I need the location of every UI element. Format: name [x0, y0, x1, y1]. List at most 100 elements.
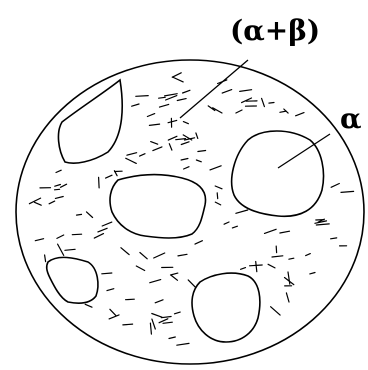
lamella-stroke — [148, 123, 161, 127]
lamella-stroke — [108, 314, 120, 320]
lamella-stroke — [223, 221, 230, 225]
lamella-stroke — [158, 96, 166, 99]
lamella-stroke — [139, 251, 148, 260]
lamella-stroke — [177, 253, 188, 257]
lamella-stroke — [214, 185, 223, 190]
lamella-stroke — [235, 109, 243, 114]
lamella-stroke — [182, 134, 193, 141]
lamella-stroke — [93, 233, 105, 239]
lamella-stroke — [176, 342, 190, 346]
lamella-stroke — [314, 220, 328, 224]
lamella-stroke — [279, 230, 291, 234]
lamella-stroke — [125, 157, 137, 164]
lamella-stroke — [151, 312, 163, 318]
lamella-stroke — [153, 252, 166, 259]
lamella-stroke — [33, 201, 42, 206]
lamella-stroke — [131, 103, 140, 107]
lamella-stroke — [158, 103, 170, 108]
label-primary: α — [340, 102, 362, 135]
lamella-stroke — [151, 318, 156, 330]
lamella-stroke — [168, 336, 176, 340]
lamella-stroke — [287, 271, 291, 285]
lamella-stroke — [101, 221, 113, 227]
lamella-stroke — [288, 257, 295, 260]
lamella-stroke — [255, 260, 258, 273]
lamella-stroke — [124, 298, 135, 301]
lamella-stroke — [182, 89, 191, 94]
lamella-stroke — [173, 311, 181, 315]
lamella-stroke — [183, 166, 190, 170]
specimen-outline — [15, 59, 365, 365]
lamella-stroke — [28, 197, 42, 205]
lamella-stroke — [97, 227, 108, 233]
lamella-stroke — [169, 272, 179, 276]
lamella-stroke — [261, 97, 265, 108]
lamella-stroke — [71, 233, 83, 236]
lamella-stroke — [239, 89, 253, 93]
lamella-stroke — [167, 119, 178, 124]
lamella-stroke — [64, 248, 76, 251]
lamella-stroke — [207, 105, 216, 112]
lamella-stroke — [122, 323, 134, 326]
lamella-stroke — [285, 292, 290, 303]
lamella-stroke — [162, 321, 173, 324]
lamella-stroke — [55, 169, 62, 174]
lamella-stroke — [54, 183, 62, 187]
lamella-stroke — [109, 308, 117, 317]
lamella-stroke — [195, 132, 199, 139]
lamella-stroke — [56, 234, 65, 239]
lamella-stroke — [146, 112, 156, 118]
lamella-stroke — [150, 141, 159, 145]
lamella-stroke — [165, 94, 178, 101]
lamella-stroke — [104, 174, 113, 179]
lamella-stroke — [175, 138, 187, 141]
lamella-stroke — [97, 176, 100, 189]
lamella-stroke — [152, 146, 163, 152]
lamella-stroke — [154, 299, 164, 304]
lamella-stroke — [160, 315, 172, 319]
lamella-stroke — [315, 223, 330, 226]
eutectoid-lamellae — [28, 72, 355, 346]
alpha-grain-top-left — [57, 78, 124, 164]
lamella-stroke — [126, 152, 138, 156]
lamella-stroke — [221, 88, 233, 94]
lamella-stroke — [235, 209, 249, 214]
leader-line-primary — [277, 133, 331, 169]
lamella-stroke — [180, 157, 189, 161]
lamella-stroke — [330, 182, 340, 188]
lamella-stroke — [34, 238, 45, 242]
lamella-stroke — [330, 237, 338, 240]
lamella-stroke — [263, 228, 277, 234]
lamella-stroke — [164, 93, 178, 97]
lamella-stroke — [54, 195, 64, 199]
lamella-stroke — [170, 274, 179, 281]
lamella-stroke — [176, 97, 187, 102]
lamella-stroke — [101, 272, 113, 275]
lamella-stroke — [295, 111, 305, 117]
lamella-stroke — [241, 97, 253, 104]
lamella-stroke — [48, 200, 56, 205]
lamella-stroke — [43, 254, 47, 263]
leader-line-eutectoid — [179, 59, 249, 119]
lamella-stroke — [317, 218, 325, 223]
lamella-stroke — [171, 76, 184, 83]
lamella-stroke — [268, 101, 275, 104]
alpha-grain-left-lower — [45, 256, 99, 304]
lamella-stroke — [267, 263, 276, 269]
lamella-stroke — [120, 247, 130, 256]
lamella-stroke — [216, 192, 219, 200]
lamella-stroke — [197, 149, 207, 153]
lamella-stroke — [231, 225, 238, 229]
lamella-stroke — [135, 94, 149, 97]
lamella-stroke — [135, 265, 146, 272]
lamella-stroke — [182, 120, 189, 125]
lamella-stroke — [168, 143, 173, 151]
lamella-stroke — [305, 253, 311, 257]
lamella-stroke — [167, 135, 178, 141]
lamella-stroke — [212, 107, 223, 114]
lamella-stroke — [279, 110, 287, 113]
lamella-stroke — [195, 159, 202, 163]
lamella-stroke — [53, 188, 61, 191]
lamella-stroke — [75, 213, 83, 216]
